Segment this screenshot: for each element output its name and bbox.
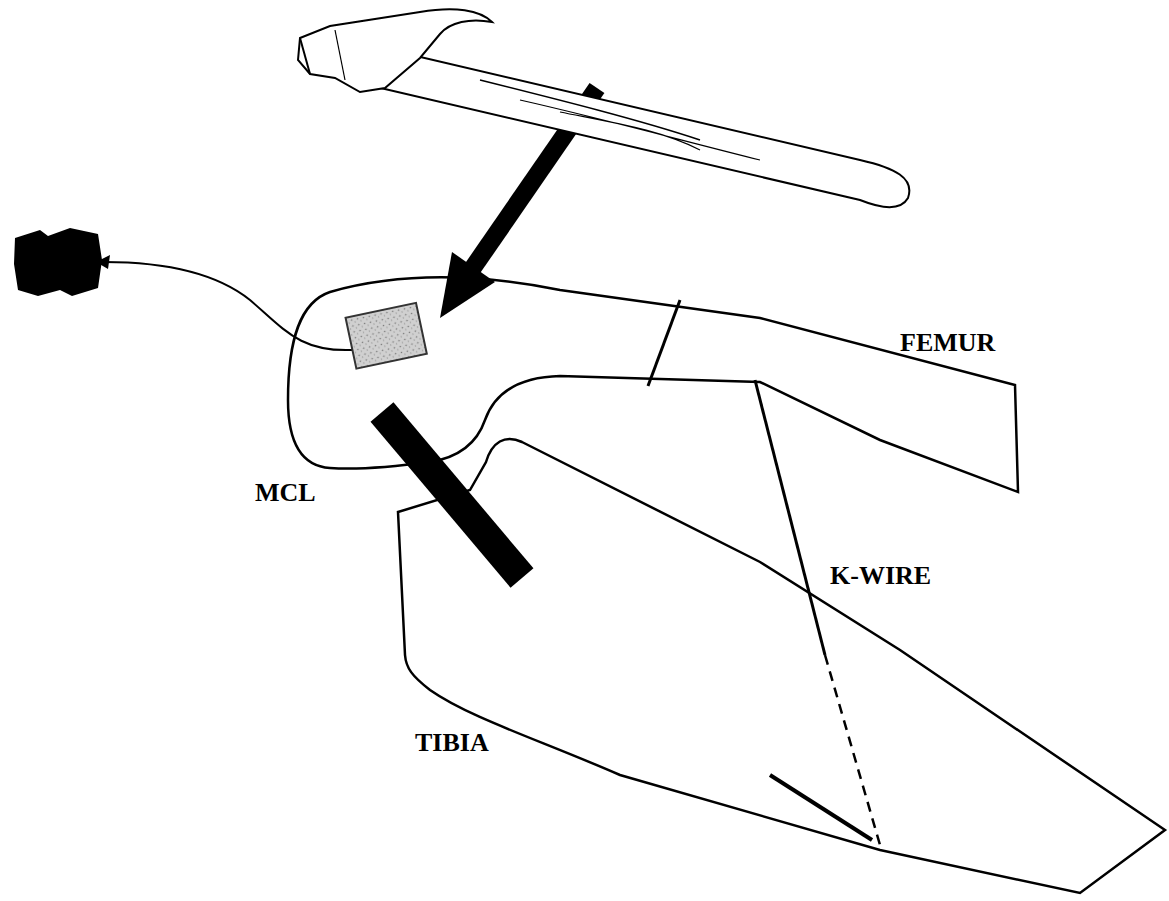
tibia-outline <box>398 439 1165 893</box>
sensor-cable <box>104 262 352 350</box>
bone-label: TIBIA <box>415 730 489 756</box>
wire-label: K-WIRE <box>830 563 931 589</box>
impact-arrowhead <box>440 252 495 318</box>
bone-label: FEMUR <box>900 330 995 356</box>
hammer <box>298 9 909 207</box>
sensor <box>346 303 427 369</box>
recorder-box <box>14 228 102 296</box>
femur-cut-line <box>648 300 680 386</box>
k-wire <box>755 380 825 655</box>
ligament-label: MCL <box>255 480 316 506</box>
tibia-cut-line <box>770 775 872 840</box>
mcl-band <box>382 412 522 578</box>
femur-outline <box>288 278 1018 493</box>
